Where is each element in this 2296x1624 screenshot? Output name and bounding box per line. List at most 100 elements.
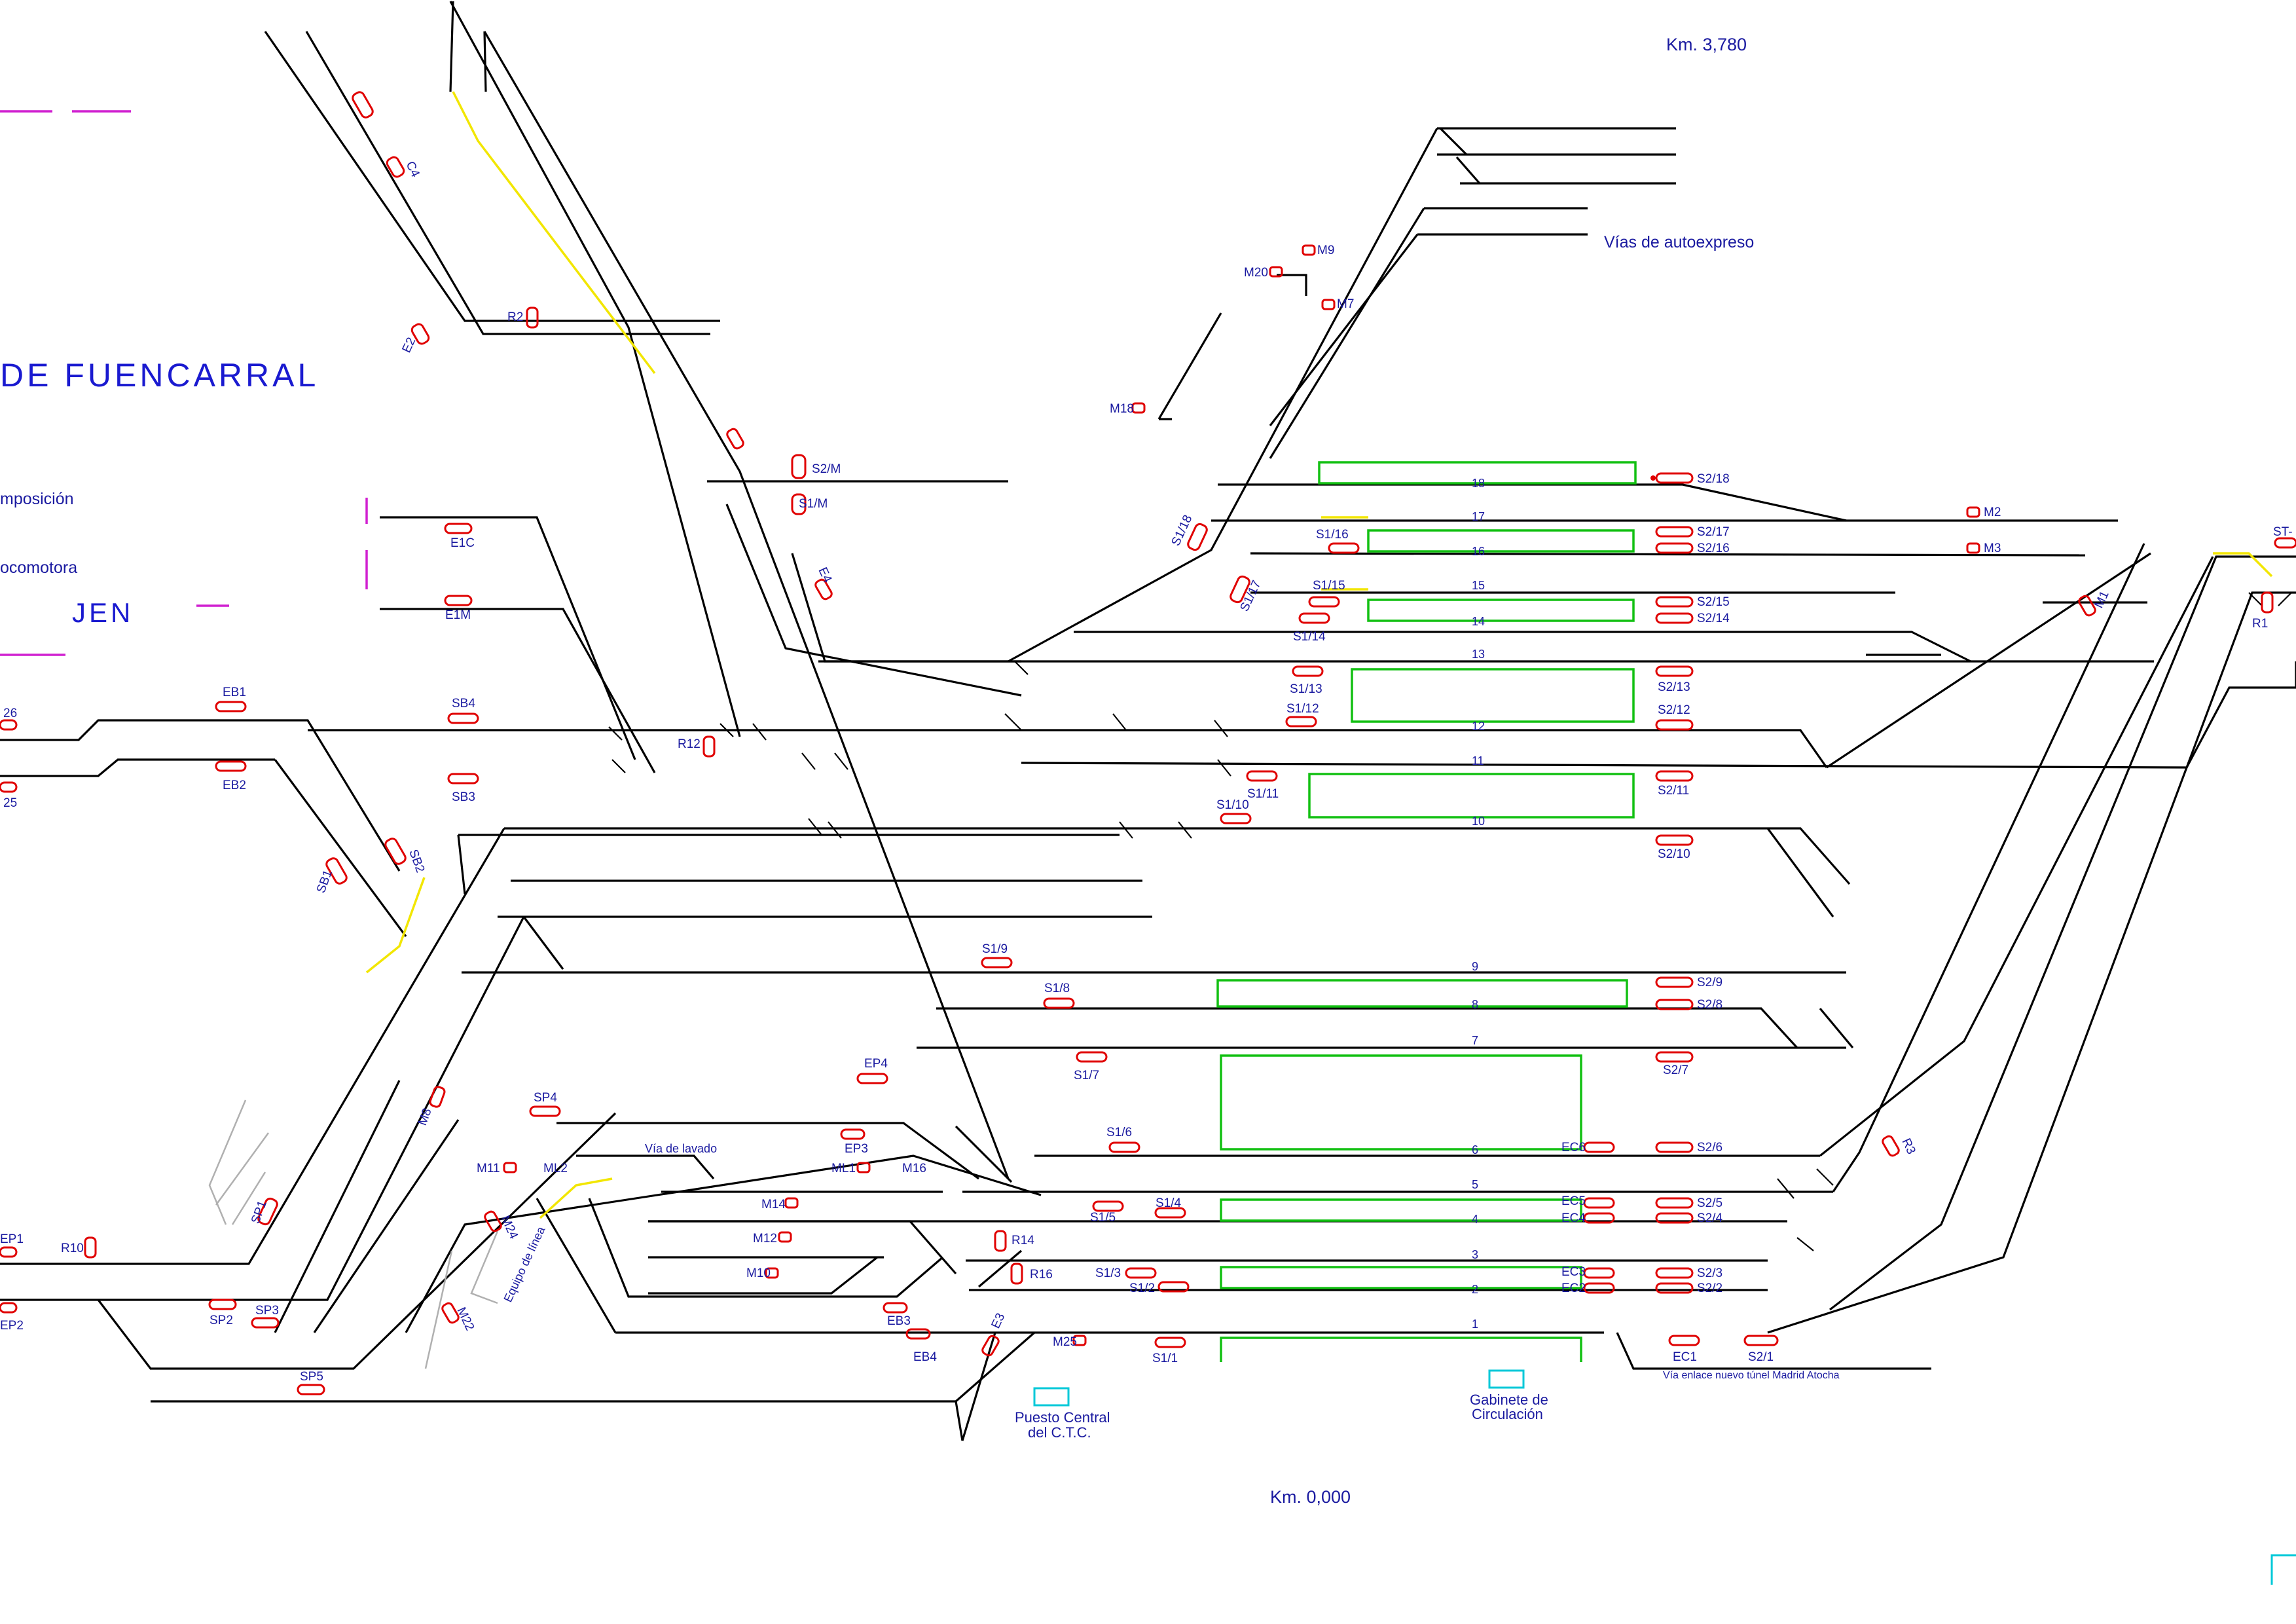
track-number: 3: [1472, 1248, 1478, 1261]
signal-icon-m4: [726, 428, 744, 450]
signal-label: R14: [1011, 1234, 1034, 1247]
track-number: 17: [1472, 510, 1485, 523]
signal-label: ML1: [831, 1162, 856, 1175]
signal-label: S2/12: [1658, 703, 1690, 717]
signal-icon-s2-5: [1655, 1197, 1694, 1209]
signal-label: SB3: [452, 790, 475, 804]
signal-label: EC6: [1561, 1141, 1586, 1154]
platforms: [1216, 461, 1637, 1362]
signal-label: ST-: [2273, 525, 2293, 539]
signal-icon-s1-18: [1187, 523, 1208, 551]
signal-label: SB4: [452, 697, 475, 710]
signal-label: SB1: [314, 868, 335, 895]
signal-label: E1C: [450, 536, 475, 550]
signal-icon-m18: [1131, 402, 1146, 414]
signal-icon-s1-5: [1092, 1200, 1124, 1212]
signal-label: EB2: [223, 779, 246, 792]
signal-label: SP3: [255, 1304, 279, 1318]
signal-label: R2: [507, 310, 523, 324]
signal-icon-e3: [981, 1335, 1000, 1357]
signal-label: EC2: [1561, 1282, 1586, 1295]
signal-label: R12: [678, 737, 701, 751]
signal-icon-m22: [441, 1302, 460, 1324]
signal-icon-s1-10: [1220, 813, 1252, 824]
signal-icon-m3: [1966, 542, 1980, 554]
signal-icon-26b: [0, 781, 18, 793]
signal-label: M25: [1053, 1335, 1077, 1349]
signal-icon-eb3: [883, 1302, 908, 1314]
signal-label: M11: [477, 1162, 500, 1175]
signal-icon-s2-14: [1655, 612, 1694, 624]
track-number: 13: [1472, 648, 1485, 661]
signal-icon-r10: [84, 1236, 97, 1259]
track-number: 10: [1472, 815, 1485, 828]
signal-icon-s2-7: [1655, 1051, 1694, 1063]
signal-label: S1/6: [1106, 1126, 1132, 1139]
signal-icon-m2: [1966, 506, 1980, 518]
track-number: 14: [1472, 615, 1485, 628]
signal-label: M16: [902, 1162, 926, 1175]
signal-icon-s2-18: [1650, 472, 1694, 484]
signal-label: S2/18: [1697, 472, 1730, 486]
signal-label: SP2: [210, 1314, 233, 1327]
signal-label: S2/6: [1697, 1141, 1722, 1154]
signal-label: EP3: [845, 1142, 868, 1156]
fragment-locomotoras: ocomotora: [0, 559, 77, 577]
signal-label: S2/5: [1697, 1196, 1722, 1210]
signal-label: S2/9: [1697, 976, 1722, 989]
station-tracks: [308, 483, 2187, 1370]
signal-label: EP1: [0, 1232, 24, 1246]
signal-label: S2/2: [1697, 1282, 1722, 1295]
track-number: 11: [1472, 754, 1484, 767]
track-number: 9: [1472, 960, 1478, 973]
signal-icon-s1-m: [791, 493, 807, 515]
station-title: DE FUENCARRAL: [0, 357, 319, 394]
signal-label: S1/16: [1316, 528, 1349, 542]
track-number: 12: [1472, 720, 1485, 733]
signal-icon-m14: [784, 1197, 799, 1209]
signal-label: S1/10: [1216, 798, 1249, 812]
signal-icon-s2-4: [1655, 1212, 1694, 1224]
signal-label: S2/10: [1658, 847, 1690, 861]
signal-label: M9: [1317, 244, 1334, 257]
signal-label: S1/15: [1313, 579, 1345, 593]
signal-label: S2/16: [1697, 542, 1730, 555]
fragment-composicion: mposición: [0, 490, 74, 508]
signal-label: EC4: [1561, 1211, 1586, 1225]
signal-label: ML2: [543, 1162, 568, 1175]
signal-icon-e1c: [444, 523, 473, 534]
signal-icon-r2: [526, 306, 539, 329]
signal-icon-s1-17: [1230, 575, 1250, 604]
signal-icon-s1-2: [1157, 1281, 1190, 1293]
track-number: 1: [1472, 1318, 1478, 1331]
signal-label: EC1: [1673, 1350, 1697, 1364]
signal-icon-s1-1: [1154, 1337, 1186, 1348]
signal-icon-sb3: [447, 773, 479, 784]
signal-label: EP4: [864, 1057, 888, 1071]
signal-icon-m25: [1072, 1335, 1087, 1346]
signal-label: S2/4: [1697, 1211, 1723, 1225]
signal-icon-ec2: [1583, 1282, 1615, 1294]
signal-label: S2/11: [1658, 784, 1689, 798]
signal-icon-e1m: [444, 595, 473, 606]
signal-label: S2/13: [1658, 680, 1690, 694]
signal-icon-s1-12: [1285, 716, 1317, 728]
signal-label: EP2: [0, 1319, 24, 1333]
signal-label: C4: [403, 159, 422, 179]
puesto-label-line1: Puesto Central: [1015, 1409, 1110, 1426]
signal-icon-s2-6: [1655, 1141, 1694, 1153]
track-number: 5: [1472, 1178, 1478, 1191]
track-number: 18: [1472, 477, 1485, 490]
track-number: 16: [1472, 545, 1485, 558]
signal-label: SP4: [534, 1091, 557, 1105]
signal-label: S2/17: [1697, 525, 1730, 539]
signal-label: S2/1: [1748, 1350, 1774, 1364]
signal-icon-m1: [2078, 595, 2096, 617]
signal-icon-26a: [0, 719, 18, 731]
signal-icon-m11: [503, 1162, 517, 1173]
signal-label: S2/8: [1697, 998, 1722, 1012]
signal-icon-r14: [994, 1230, 1007, 1252]
signal-label: S2/15: [1697, 595, 1730, 609]
signal-icon-s2-12: [1655, 719, 1694, 731]
